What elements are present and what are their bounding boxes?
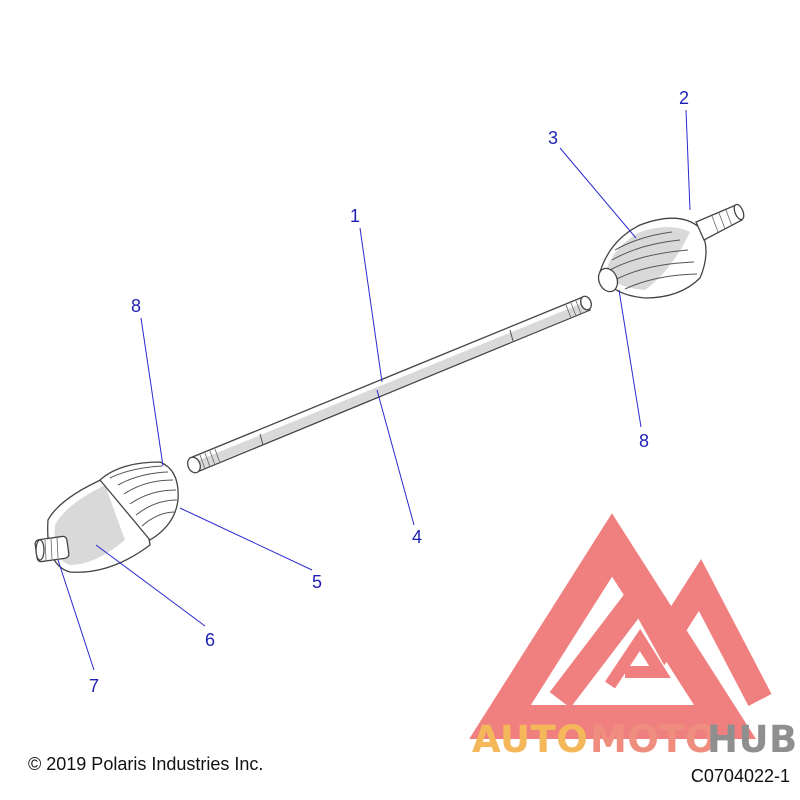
inner-cv-joint: [34, 461, 179, 573]
watermark-hub: HUB: [707, 718, 798, 761]
leader-2: [685, 109, 691, 211]
leader-7: [57, 559, 95, 671]
callouts: 1 2 3 4 5 6 7 8 8: [89, 88, 689, 696]
callout-5: 5: [312, 572, 322, 592]
watermark-moto: MOTO: [590, 718, 717, 761]
watermark-auto: AUTO: [472, 718, 588, 761]
leader-8-right: [618, 289, 642, 428]
callout-6: 6: [205, 630, 215, 650]
callout-2: 2: [679, 88, 689, 108]
leader-8-left: [140, 317, 164, 467]
leader-6: [95, 544, 206, 627]
watermark-wordmark: AUTO MOTO HUB: [472, 718, 798, 761]
drawing-id: C0704022-1: [690, 766, 790, 786]
leader-lines: [57, 109, 691, 671]
leader-3: [559, 147, 637, 239]
callout-8-right: 8: [639, 431, 649, 451]
leader-5: [179, 507, 313, 571]
shaft-spline-left: [199, 448, 221, 470]
callout-7: 7: [89, 676, 99, 696]
leader-4: [376, 389, 415, 526]
shaft-spline-right: [565, 300, 582, 319]
callout-8-left: 8: [131, 296, 141, 316]
copyright-text: © 2019 Polaris Industries Inc.: [28, 754, 264, 774]
outer-cv-joint: [597, 203, 745, 299]
leader-1: [359, 227, 383, 383]
axle-shaft: [187, 295, 592, 474]
watermark-logo: [469, 513, 772, 739]
callout-4: 4: [412, 527, 422, 547]
callout-3: 3: [548, 128, 558, 148]
callout-1: 1: [350, 206, 360, 226]
